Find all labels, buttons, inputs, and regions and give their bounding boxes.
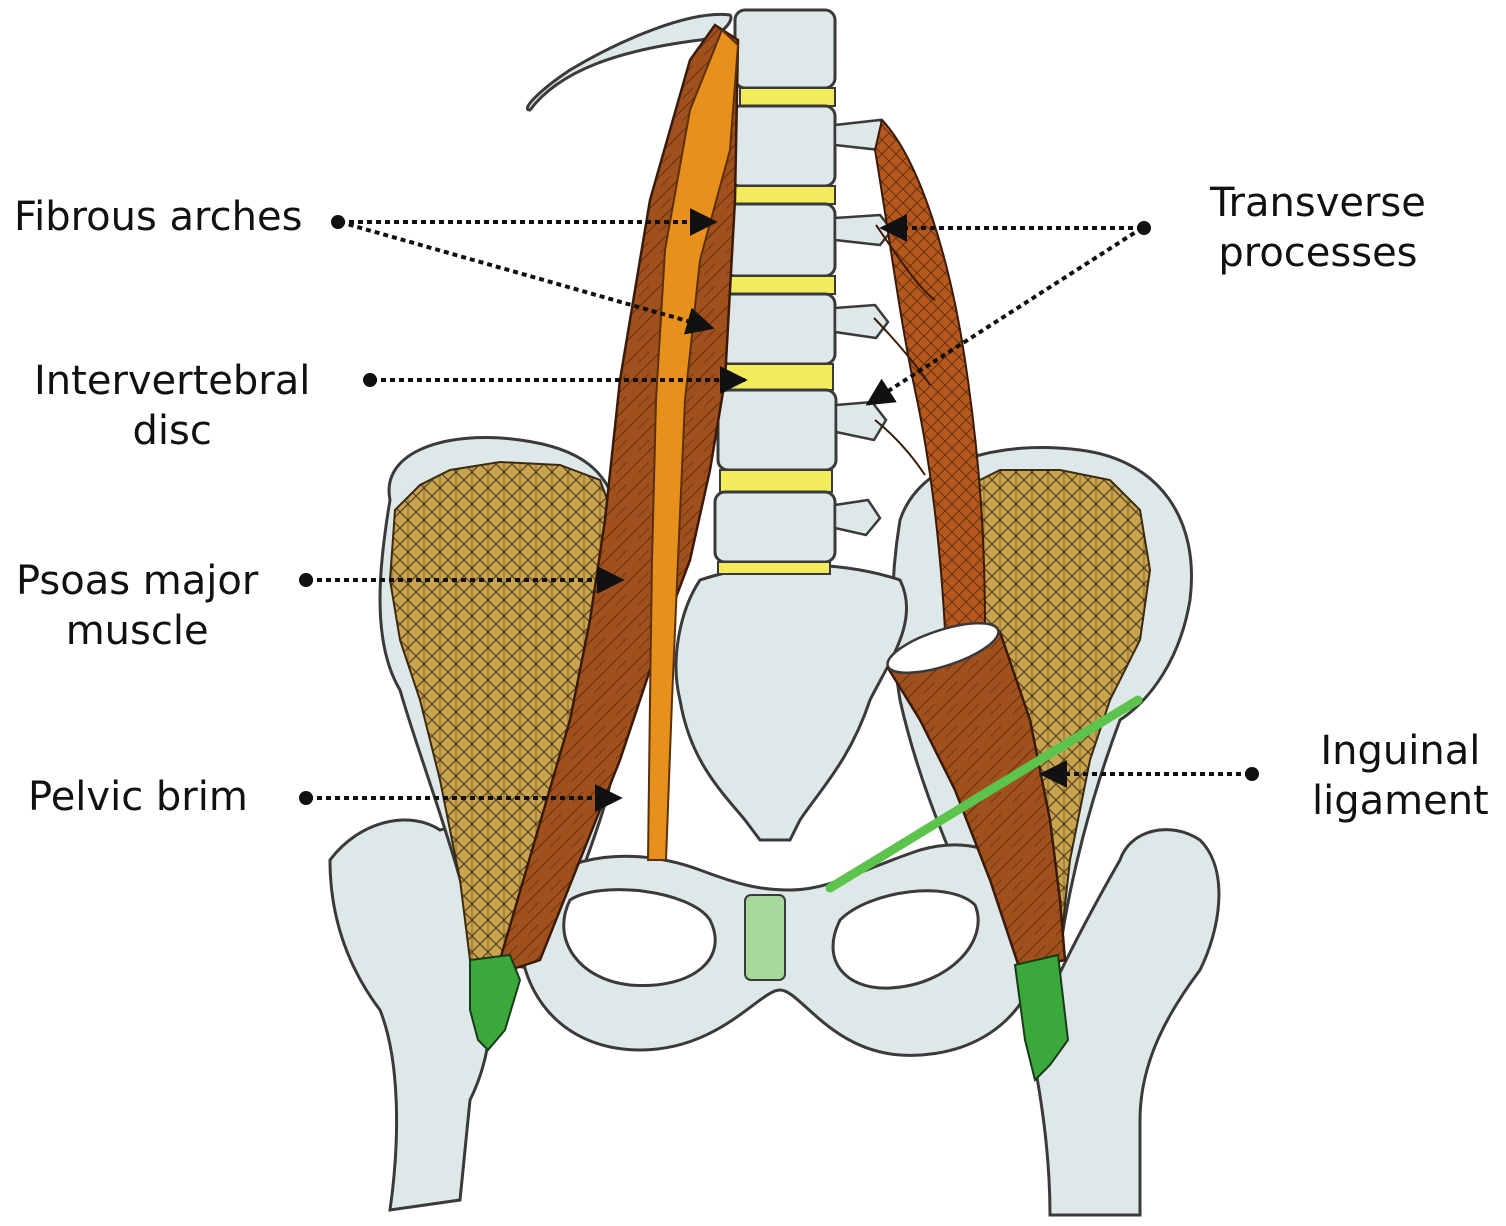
label-pelvic-brim: Pelvic brim (28, 772, 248, 822)
label-transverse-line2: processes (1210, 228, 1426, 278)
tendon-left (470, 955, 520, 1050)
pubic-symphysis (745, 895, 785, 980)
label-fibrous-arches-text: Fibrous arches (14, 192, 302, 242)
label-pelvic-brim-text: Pelvic brim (28, 772, 248, 822)
label-fibrous-arches: Fibrous arches (14, 192, 302, 242)
label-transverse-processes: Transverse processes (1210, 178, 1426, 278)
sacrum (676, 565, 907, 840)
label-psoas-major-muscle: Psoas major muscle (16, 556, 258, 656)
label-inguinal-line1: Inguinal (1312, 726, 1489, 776)
label-inguinal-ligament: Inguinal ligament (1312, 726, 1489, 826)
label-intervertebral-line1: Intervertebral (34, 356, 310, 406)
label-psoas-line1: Psoas major (16, 556, 258, 606)
label-intervertebral-line2: disc (34, 406, 310, 456)
label-intervertebral-disc: Intervertebral disc (34, 356, 310, 456)
label-inguinal-line2: ligament (1312, 776, 1489, 826)
pubic-ring (520, 845, 1040, 1055)
label-psoas-line2: muscle (16, 606, 258, 656)
label-transverse-line1: Transverse (1210, 178, 1426, 228)
intervertebral-disc (725, 364, 833, 390)
